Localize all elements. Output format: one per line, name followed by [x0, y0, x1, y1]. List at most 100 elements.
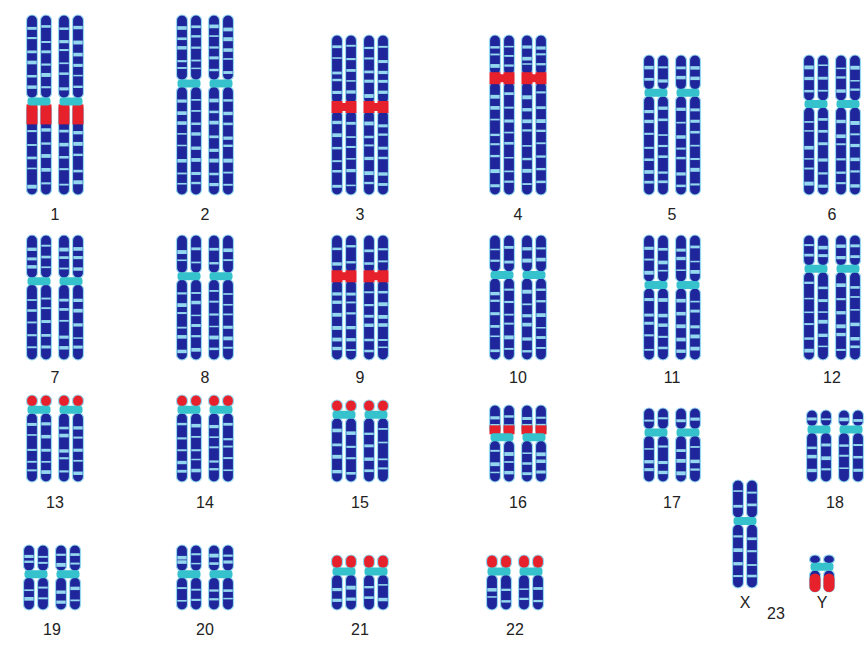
chromosome-number: 20	[196, 622, 214, 638]
chromosome-band	[818, 185, 827, 188]
chromosome-band	[332, 455, 341, 459]
chromatid-arm	[364, 35, 375, 104]
chromosome-band	[191, 132, 200, 135]
chromosome-band	[536, 247, 545, 249]
chromosome-band	[223, 560, 232, 563]
chromatid-arm	[676, 435, 687, 482]
chromatid-arm	[346, 418, 357, 482]
chromosome-number: 23	[767, 606, 785, 622]
chromatid-arm	[810, 555, 821, 564]
chromosome-band	[177, 461, 186, 464]
chromatid-arm	[73, 413, 84, 482]
chromosome-band	[522, 452, 531, 454]
chromosome-number: 16	[509, 495, 527, 511]
chromosome-band	[804, 158, 813, 160]
chromosome-band	[73, 337, 82, 339]
chromosome-band	[818, 172, 827, 174]
chromatid-arm	[853, 432, 864, 482]
chromosome-band	[818, 299, 827, 302]
chromosome-band	[177, 133, 186, 135]
chromosome-band	[73, 86, 82, 88]
chromatid-arm	[177, 15, 188, 80]
chromosome-band	[223, 438, 232, 440]
chromosome-band	[59, 130, 68, 133]
centromere	[28, 406, 51, 414]
chromosome-band	[38, 556, 47, 558]
chromosome-band	[177, 250, 186, 254]
chromosome-band	[332, 79, 341, 81]
chromosome-band	[223, 598, 232, 600]
chromatid-arm	[533, 575, 544, 611]
chromosome-band	[850, 337, 859, 341]
chromatid-arm	[676, 55, 687, 90]
chromosome-band	[747, 492, 756, 494]
chromatid-arm	[733, 480, 744, 518]
chromosome-band	[644, 271, 653, 275]
centromere	[57, 570, 80, 578]
centromere	[210, 406, 233, 414]
chromosome-band	[209, 35, 218, 37]
chromosome-band	[27, 50, 36, 53]
chromosome-band	[191, 599, 200, 601]
chromatid-arm	[59, 235, 70, 278]
chromosome-band	[223, 336, 232, 340]
chromatid-arm	[364, 418, 375, 482]
chromatid-arm	[223, 577, 234, 610]
chromatid-arm	[177, 413, 188, 482]
chromosome-band	[522, 169, 531, 173]
chromosome-number: 15	[351, 495, 369, 511]
chromatid-arm	[839, 432, 850, 482]
chromosome-band	[41, 307, 50, 309]
chromatid-arm	[223, 395, 234, 407]
chromatid-arm	[332, 400, 343, 412]
chromosome-band	[644, 460, 653, 463]
chromosome-band	[332, 588, 341, 591]
chromosome-band	[504, 471, 513, 474]
chromosome-band	[191, 469, 200, 473]
chromatid-arm	[522, 81, 533, 195]
centromere	[677, 281, 700, 289]
chromosome-band	[191, 68, 200, 70]
chromatid-arm	[177, 86, 188, 195]
chromosome-band	[41, 256, 50, 259]
chromosome-band	[807, 417, 816, 420]
chromatid-arm	[378, 400, 389, 412]
chromosome-band	[378, 248, 387, 250]
chromosome-band	[804, 168, 813, 170]
chromosome-band	[690, 108, 699, 111]
centromere	[178, 79, 201, 87]
chromatid-arm	[223, 86, 234, 195]
chromatid-arm	[818, 272, 829, 360]
chromosome-band	[378, 315, 387, 319]
chromosome-band	[519, 588, 528, 590]
chromosome-band	[821, 468, 830, 470]
chromosome-band	[41, 25, 50, 28]
chromosome-band	[522, 417, 531, 420]
chromosome-band	[27, 27, 36, 30]
chromatid-arm	[56, 577, 67, 610]
chromosome-band	[56, 563, 65, 567]
chromosome-band	[73, 426, 82, 429]
chromosome-band	[41, 245, 50, 247]
chromosome-band	[676, 157, 685, 159]
chromatid-arm	[209, 545, 220, 571]
chromosome-band	[644, 298, 653, 301]
chromosome-band	[658, 180, 667, 183]
chromosome-band	[24, 589, 33, 591]
chromatid-arm	[644, 96, 655, 195]
chromosome-band	[59, 320, 68, 322]
chromosome-band	[27, 37, 36, 39]
centromere	[491, 74, 514, 82]
chromosome-band	[490, 54, 499, 56]
chromosome-band	[850, 158, 859, 162]
chromatid-arm	[821, 410, 832, 426]
chromosome-band	[676, 459, 685, 463]
chromatid-arm	[364, 555, 375, 569]
chromosome-band	[536, 53, 545, 55]
chromosome-band	[223, 184, 232, 186]
chromosome-band	[690, 131, 699, 134]
chromosome-number: 19	[43, 622, 61, 638]
chromosome-band	[804, 65, 813, 69]
chromosome-band	[59, 299, 68, 302]
chromosome-band	[59, 156, 68, 159]
